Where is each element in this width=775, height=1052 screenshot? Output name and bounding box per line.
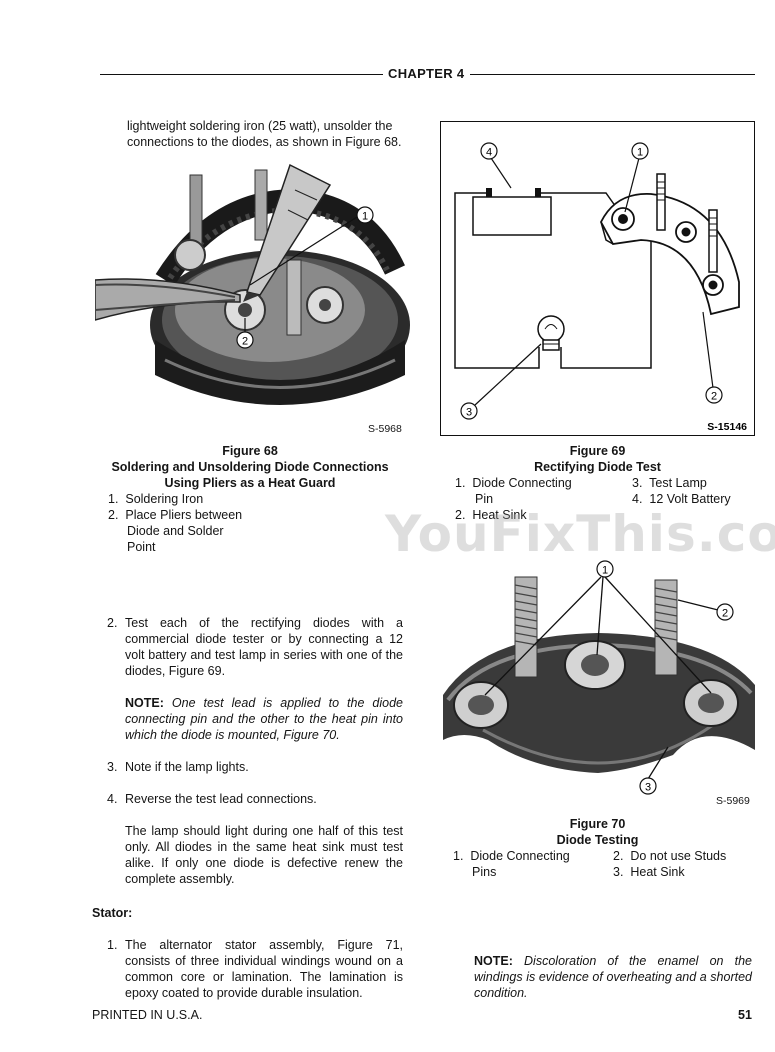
figure-70-illustration: 1 2 3	[443, 555, 755, 795]
figure-70-subtitle: Diode Testing	[556, 833, 639, 847]
figure-68-item-1: 1. Soldering Iron	[108, 492, 204, 506]
right-note-paragraph: NOTE: Discoloration of the enamel on the…	[474, 953, 752, 1001]
stator-step-1-text: The alternator stator assembly, Figure 7…	[125, 938, 403, 1000]
figure-68-subtitle-2: Using Pliers as a Heat Guard	[164, 476, 336, 490]
step-2-text: Test each of the rectifying diodes with …	[125, 616, 403, 678]
stator-heading: Stator:	[92, 906, 133, 920]
figure-70-photo: 1 2 3	[443, 555, 755, 795]
figure-68-item-2-cont2: Point	[127, 540, 156, 554]
step-3-text: Note if the lamp lights.	[125, 760, 249, 774]
battery	[472, 196, 552, 236]
figure-68-callout-2	[236, 331, 254, 349]
figure-70-item-1-cont: Pins	[472, 865, 497, 879]
figure-68-illustration: 1 2	[95, 160, 410, 425]
page-number: 51	[738, 1008, 752, 1022]
step-4-text: Reverse the test lead connections.	[125, 792, 317, 806]
figure-68-title: Figure 68	[222, 444, 278, 458]
figure-69-item-4: 4. 12 Volt Battery	[632, 492, 731, 506]
figure-69-item-1-cont: Pin	[475, 492, 494, 506]
figure-69-item-1: 1. Diode Connecting	[455, 476, 572, 490]
figure-68-subtitle-1: Soldering and Unsoldering Diode Connecti…	[111, 460, 389, 474]
chapter-title: CHAPTER 4	[388, 66, 465, 81]
test-lamp	[537, 315, 565, 343]
figure-69-subtitle: Rectifying Diode Test	[534, 460, 661, 474]
figure-70-item-2: 2. Do not use Studs	[613, 849, 727, 863]
figure-69-callout-2: 2	[711, 391, 717, 403]
figure-69-callout-3: 3	[466, 407, 472, 419]
figure-70-callout-1: 1	[602, 565, 608, 577]
figure-68-code: S-5968	[368, 423, 402, 435]
figure-69-code: S-15146	[707, 421, 747, 433]
figure-68-item-2-cont: Diode and Solder	[127, 524, 224, 538]
figure-68-item-2: 2. Place Pliers between	[108, 508, 243, 522]
figure-70-title: Figure 70	[569, 817, 626, 831]
intro-paragraph: lightweight soldering iron (25 watt), un…	[127, 119, 402, 149]
figure-69-title: Figure 69	[569, 444, 626, 458]
figure-70-callout-2: 2	[722, 608, 728, 620]
footer-printed: PRINTED IN U.S.A.	[92, 1008, 203, 1022]
right-note-text: Discoloration of the enamel on the windi…	[474, 954, 752, 1000]
figure-70-callout-3: 3	[645, 782, 651, 794]
watermark: YouFixThis.com	[385, 505, 775, 563]
figure-70-code: S-5969	[716, 795, 750, 807]
figure-69-callout-1: 1	[637, 147, 643, 159]
step-3-number: 3.	[107, 760, 118, 774]
svg-text:1: 1	[362, 211, 368, 223]
note-text: One test lead is applied to the diode co…	[125, 696, 403, 742]
figure-69-item-2: 2. Heat Sink	[455, 508, 527, 522]
header-rule-left	[100, 74, 383, 75]
note-paragraph: NOTE: One test lead is applied to the di…	[125, 695, 403, 743]
step-2-number: 2.	[107, 616, 118, 630]
figure-68-photo: 1 2	[95, 160, 410, 425]
figure-70-item-1: 1. Diode Connecting	[453, 849, 570, 863]
header-rule-right	[470, 74, 755, 75]
right-note-label: NOTE:	[474, 954, 513, 968]
lamp-paragraph: The lamp should light during one half of…	[125, 824, 403, 886]
figure-70-item-3: 3. Heat Sink	[613, 865, 685, 879]
figure-69-callout-4: 4	[486, 147, 492, 159]
step-4-number: 4.	[107, 792, 118, 806]
figure-69-item-3: 3. Test Lamp	[632, 476, 707, 490]
figure-68-callout-1	[356, 206, 374, 224]
svg-text:2: 2	[242, 336, 248, 348]
stator-step-1-number: 1.	[107, 938, 118, 952]
figure-69-schematic: 4 1 2 3 S-15146	[454, 142, 747, 433]
note-label: NOTE:	[125, 696, 164, 710]
figure-69-frame: 4 1 2 3 S-15146	[440, 121, 755, 436]
